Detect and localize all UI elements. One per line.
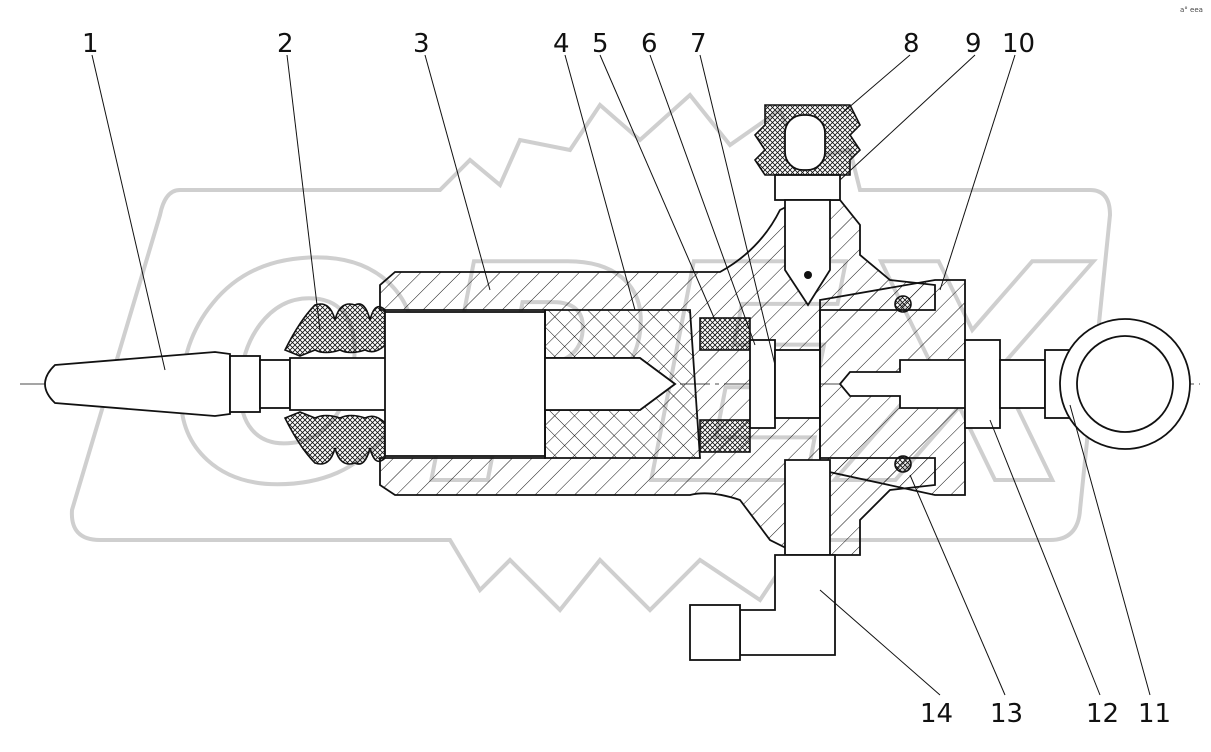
callout-leaders [91, 54, 1151, 696]
callout-14: 14 [920, 699, 953, 729]
part-12-lock-nut [964, 339, 1046, 429]
callout-13: 13 [990, 699, 1023, 729]
callout-10: 10 [1002, 29, 1035, 59]
callout-7: 7 [690, 29, 707, 59]
part-13-o-ring [894, 295, 912, 473]
part-14-elbow [689, 459, 836, 661]
part-10-end-plug [819, 279, 976, 496]
part-2-bellows [283, 303, 386, 465]
part-7-spring [774, 349, 821, 419]
part-6-spacer [749, 339, 776, 429]
callout-3: 3 [413, 29, 430, 59]
callout-2: 2 [277, 29, 294, 59]
part-8-bleeder-cap [753, 104, 862, 176]
callout-12: 12 [1086, 699, 1119, 729]
callout-labels: 1 2 3 4 5 6 7 8 9 10 14 13 12 11 [82, 29, 1171, 729]
callout-1: 1 [82, 29, 99, 59]
part-9-bleeder-valve [774, 174, 841, 307]
corner-mark: a° eea [1180, 6, 1203, 14]
callout-11: 11 [1138, 699, 1171, 729]
part-4-piston [544, 309, 701, 459]
callout-4: 4 [553, 29, 570, 59]
callout-5: 5 [592, 29, 609, 59]
part-5-seal-cups [699, 317, 751, 453]
callout-9: 9 [965, 29, 982, 59]
part-11-eye-end [1044, 318, 1191, 450]
callout-6: 6 [641, 29, 658, 59]
callout-8: 8 [903, 29, 920, 59]
